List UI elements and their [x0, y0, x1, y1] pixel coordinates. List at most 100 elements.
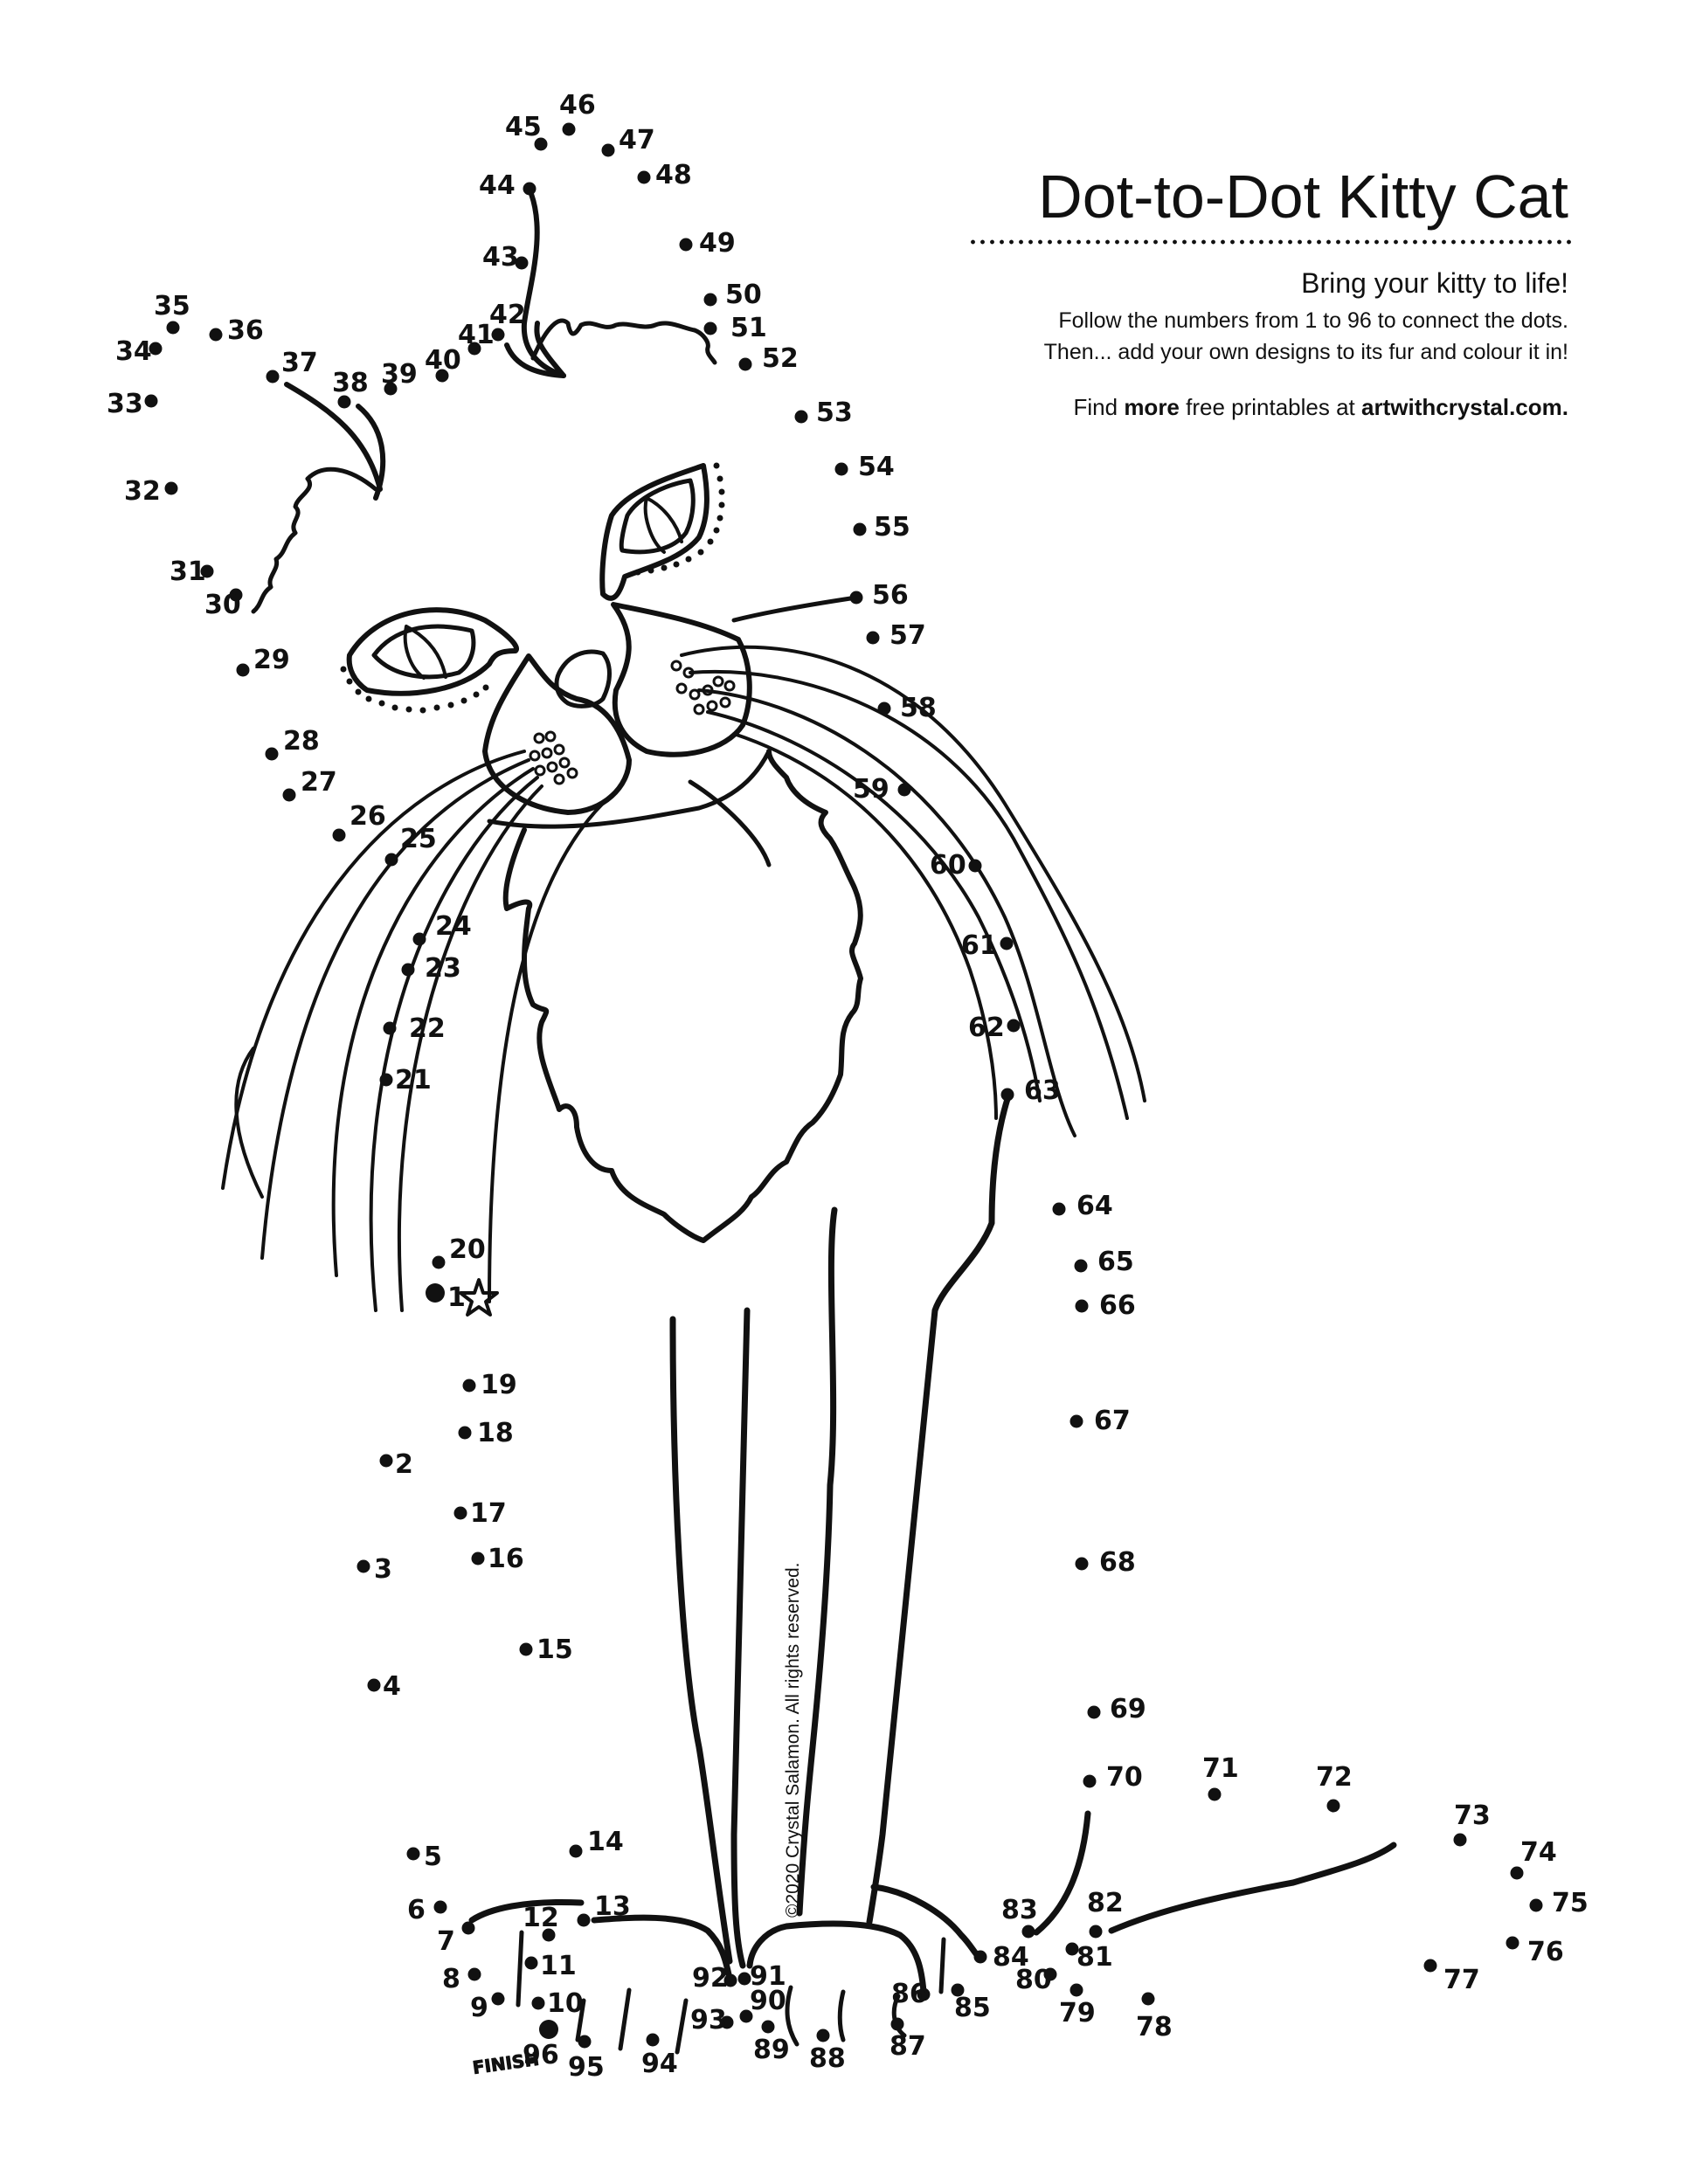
dot-24: 24 [412, 911, 472, 946]
dot-marker [542, 1928, 556, 1942]
dot-marker [458, 1426, 472, 1440]
dot-number-label: 47 [619, 125, 655, 156]
dot-marker [367, 1678, 381, 1692]
dot-marker [577, 1913, 591, 1927]
dot-66: 66 [1075, 1290, 1136, 1321]
dot-94: 94 [641, 2033, 678, 2079]
dot-92: 92 [692, 1963, 737, 1994]
dot-75: 75 [1529, 1888, 1589, 1918]
dot-7: 7 [437, 1921, 475, 1957]
dot-number-label: 74 [1520, 1837, 1557, 1868]
dot-marker [531, 1996, 545, 2010]
dot-marker [853, 522, 867, 536]
dot-number-label: 17 [470, 1498, 507, 1529]
dot-number-label: 76 [1527, 1937, 1564, 1967]
dot-marker [1506, 1936, 1519, 1950]
left-eye [346, 607, 519, 696]
dot-marker [761, 2020, 775, 2034]
dot-number-label: 45 [505, 112, 542, 142]
dot-number-label: 66 [1099, 1290, 1136, 1321]
dot-number-label: 3 [374, 1554, 392, 1585]
dot-39: 39 [381, 359, 418, 396]
dot-marker [337, 395, 351, 409]
dot-8: 8 [442, 1964, 481, 1994]
website-link[interactable]: artwithcrystal.com. [1361, 394, 1568, 421]
muzzle-freckles [529, 660, 736, 785]
dot-marker [1423, 1959, 1437, 1973]
right-eye [599, 463, 710, 601]
dot-marker [1052, 1202, 1066, 1216]
dot-96: 96 [523, 2020, 559, 2070]
dot-marker [679, 238, 693, 252]
dot-51: 51 [703, 313, 767, 343]
dot-number-label: 25 [400, 824, 437, 854]
dot-86: 86 [891, 1979, 931, 2009]
dot-number-label: 92 [692, 1963, 729, 1994]
dot-number-label: 29 [253, 645, 290, 675]
dot-marker [720, 2015, 734, 2029]
dot-89: 89 [753, 2020, 790, 2065]
dot-marker [539, 2020, 558, 2039]
dot-marker [637, 170, 651, 184]
dot-54: 54 [834, 452, 895, 482]
dot-marker [951, 1983, 965, 1997]
dot-marker [523, 182, 536, 196]
dot-number-label: 64 [1076, 1191, 1113, 1221]
dot-36: 36 [209, 315, 264, 346]
dot-53: 53 [794, 397, 853, 428]
dot-number-label: 68 [1099, 1547, 1136, 1578]
chest-fur [502, 749, 863, 1243]
dot-marker [646, 2033, 660, 2047]
dot-87: 87 [889, 2017, 926, 2062]
dot-number-label: 12 [523, 1903, 559, 1933]
dot-16: 16 [471, 1544, 524, 1574]
dot-marker [1510, 1866, 1524, 1880]
dot-number-label: 77 [1443, 1965, 1480, 1995]
dot-number-label: 30 [204, 590, 241, 620]
front-legs [669, 1095, 1011, 1969]
dot-95: 95 [568, 2035, 605, 2083]
dot-number-label: 51 [730, 313, 767, 343]
dot-number-label: 37 [281, 348, 318, 378]
dot-marker [515, 256, 529, 270]
dot-marker [1000, 1088, 1014, 1102]
dot-67: 67 [1069, 1406, 1131, 1436]
dot-88: 88 [809, 2028, 846, 2074]
dot-marker [1000, 936, 1014, 950]
dot-number-label: 35 [154, 291, 190, 321]
dot-9: 9 [470, 1992, 505, 2023]
dot-46: 46 [559, 90, 596, 136]
dot-number-label: 40 [425, 345, 461, 376]
dot-marker [968, 859, 982, 873]
dot-number-label: 81 [1076, 1942, 1113, 1973]
dot-marker [149, 342, 163, 356]
dot-marker [432, 1255, 446, 1269]
dot-marker [723, 1973, 737, 1987]
dot-68: 68 [1075, 1547, 1136, 1578]
dot-90: 90 [739, 1986, 786, 2023]
dot-marker [265, 747, 279, 761]
dot-number-label: 91 [750, 1961, 786, 1992]
dot-number-label: 94 [641, 2049, 678, 2079]
dot-marker [1065, 1942, 1079, 1956]
dot-marker [1074, 1259, 1088, 1273]
dot-42: 42 [489, 300, 526, 342]
dot-number-label: 21 [395, 1065, 432, 1095]
dot-34: 34 [115, 336, 163, 367]
dot-number-label: 6 [407, 1895, 426, 1925]
dot-marker [738, 357, 752, 371]
dot-17: 17 [453, 1498, 507, 1529]
find-bold: more [1124, 394, 1180, 421]
dot-marker [1529, 1898, 1543, 1912]
tail [1033, 1810, 1397, 1936]
dot-52: 52 [738, 343, 799, 374]
copyright-notice: ©2020 Crystal Salamon. All rights reserv… [783, 1562, 803, 1918]
right-ear-outline [504, 191, 717, 378]
dot-37: 37 [266, 348, 318, 384]
dot-marker [491, 1992, 505, 2006]
dot-number-label: 10 [547, 1988, 584, 2019]
dot-number-label: 41 [458, 320, 495, 350]
find-prefix: Find [1073, 394, 1125, 421]
dot-41: 41 [458, 320, 495, 356]
